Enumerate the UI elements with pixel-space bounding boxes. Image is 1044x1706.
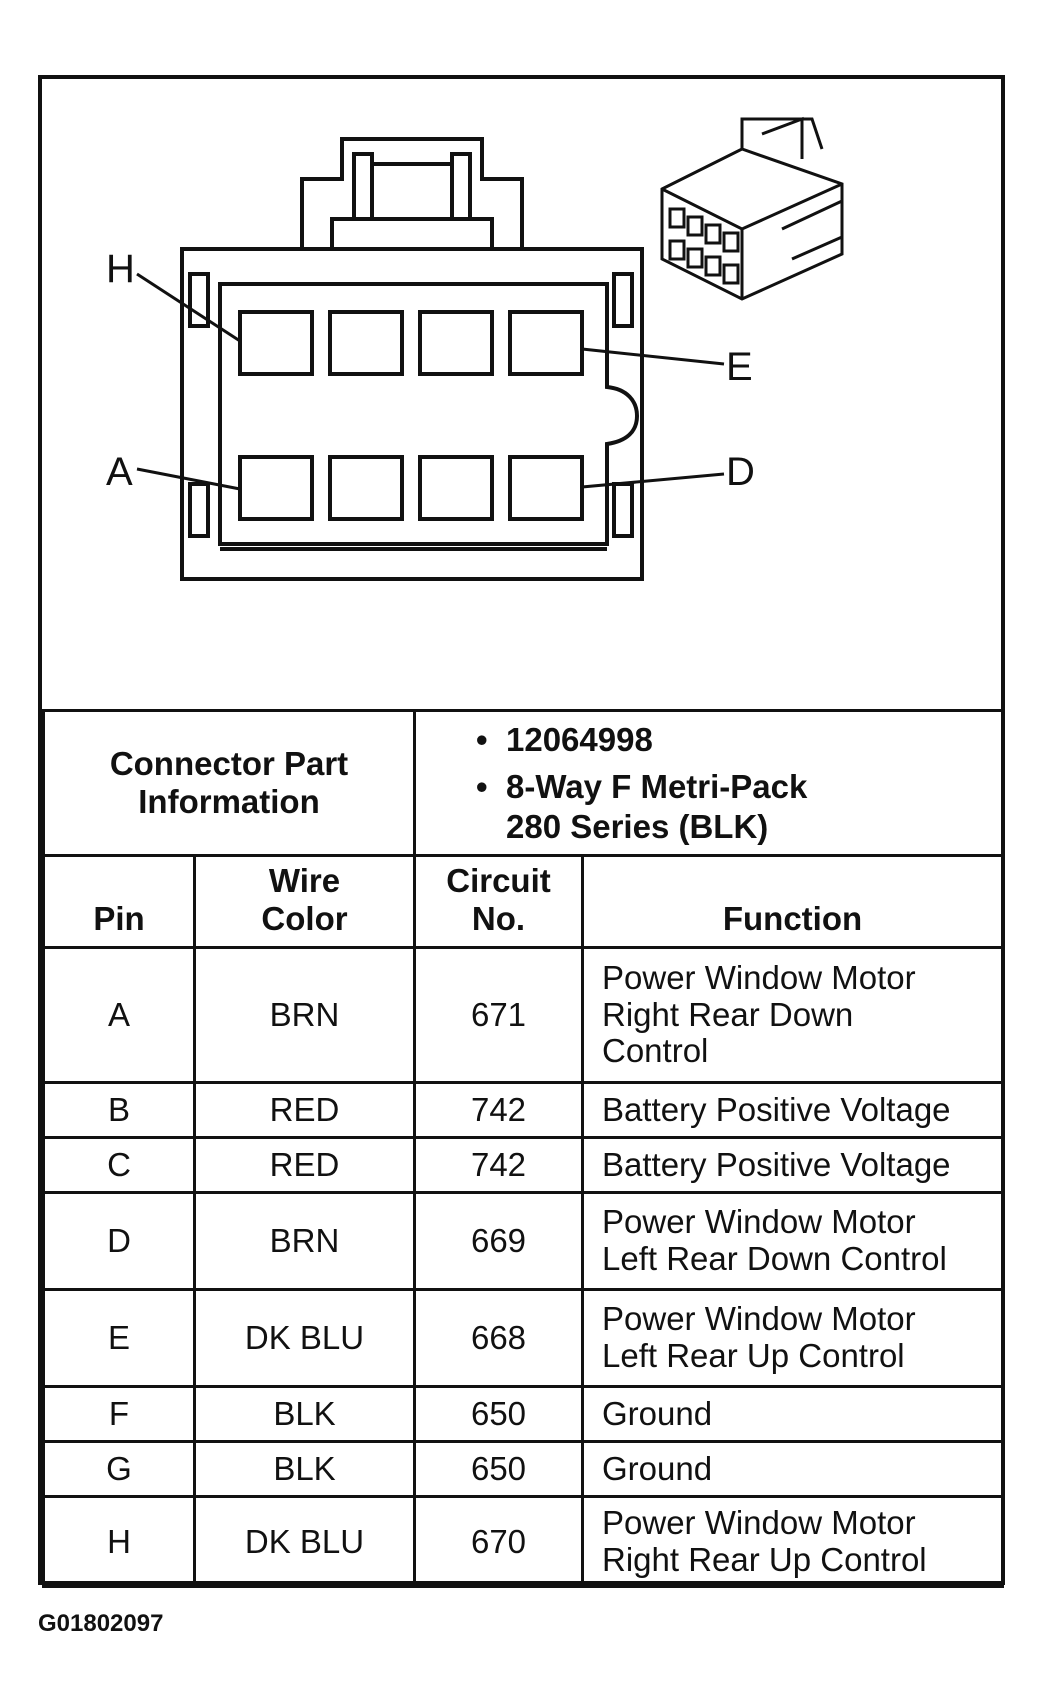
pin-label-e: E (726, 345, 753, 389)
wire-color-cell: DK BLU (193, 1495, 416, 1588)
wire-color-cell: BRN (193, 1191, 416, 1291)
header-circuit: Circuit No. (413, 854, 584, 949)
connector-description: 8-Way F Metri-Pack 280 Series (BLK) (476, 767, 1001, 846)
connector-diagram: H E A D (42, 79, 1001, 709)
circuit-cell: 671 (413, 946, 584, 1084)
header-function: Function (581, 854, 1004, 949)
pin-label-d: D (726, 450, 755, 494)
function-line: Right Rear Down (602, 995, 854, 1033)
pin-cell: H (42, 1495, 196, 1588)
function-line: Power Window Motor (602, 1503, 916, 1541)
pin-label-h: H (106, 247, 135, 291)
header-wire-color: Wire Color (193, 854, 416, 949)
wire-color-cell: BLK (193, 1440, 416, 1498)
wire-color-cell: RED (193, 1136, 416, 1194)
function-line: Right Rear Up Control (602, 1540, 927, 1578)
function-line: Control (602, 1032, 709, 1070)
function-cell: Ground (581, 1440, 1004, 1498)
header-wire-color-line2: Color (261, 900, 348, 937)
circuit-cell: 650 (413, 1385, 584, 1443)
connector-info-row: Connector Part Information 12064998 8-Wa… (42, 709, 1004, 857)
function-cell: Ground (581, 1385, 1004, 1443)
connector-info-label: Connector Part Information (42, 709, 416, 857)
circuit-cell: 670 (413, 1495, 584, 1588)
wire-color-cell: DK BLU (193, 1288, 416, 1388)
pinout-table: Connector Part Information 12064998 8-Wa… (42, 709, 1004, 1588)
cavity-a (238, 455, 314, 521)
pin-cell: A (42, 946, 196, 1084)
function-line: Battery Positive Voltage (602, 1145, 951, 1183)
connector-info-values: 12064998 8-Way F Metri-Pack 280 Series (… (413, 709, 1004, 857)
figure-id: G01802097 (38, 1610, 164, 1637)
connector-sheet: H E A D Connector Part Information 12064… (38, 75, 1005, 1588)
function-line: Power Window Motor (602, 1300, 916, 1338)
function-line: Battery Positive Voltage (602, 1090, 951, 1128)
function-line: Power Window Motor (602, 1203, 916, 1241)
circuit-cell: 742 (413, 1136, 584, 1194)
connector-body (180, 247, 644, 581)
pin-cell: B (42, 1081, 196, 1139)
function-cell: Battery Positive Voltage (581, 1081, 1004, 1139)
cavity-e (508, 310, 584, 376)
function-line: Ground (602, 1394, 713, 1432)
cavity-g (328, 310, 404, 376)
cavity-f (418, 310, 494, 376)
pin-cell: C (42, 1136, 196, 1194)
function-line: Left Rear Down Control (602, 1240, 947, 1277)
circuit-cell: 669 (413, 1191, 584, 1291)
connector-info-label-line1: Connector Part (109, 745, 349, 782)
circuit-cell: 650 (413, 1440, 584, 1498)
connector-description-line2: 280 Series (BLK) (506, 807, 769, 845)
cavity-c (418, 455, 494, 521)
pin-cell: E (42, 1288, 196, 1388)
cavity-d (508, 455, 584, 521)
header-wire-color-line1: Wire (268, 862, 341, 899)
cavity-b (328, 455, 404, 521)
circuit-cell: 742 (413, 1081, 584, 1139)
header-circuit-line1: Circuit (446, 862, 551, 899)
function-line: Power Window Motor (602, 958, 916, 996)
cavity-h (238, 310, 314, 376)
table-header-row: Pin Wire Color Circuit No. Function (42, 854, 1004, 949)
pin-label-a: A (106, 450, 133, 494)
connector-latch (300, 137, 524, 249)
function-cell: Battery Positive Voltage (581, 1136, 1004, 1194)
wire-color-cell: BLK (193, 1385, 416, 1443)
circuit-cell: 668 (413, 1288, 584, 1388)
connector-description-line1: 8-Way F Metri-Pack (506, 768, 808, 806)
connector-isometric-view (660, 116, 844, 301)
function-line: Left Rear Up Control (602, 1337, 905, 1374)
wire-color-cell: BRN (193, 946, 416, 1084)
pin-cell: G (42, 1440, 196, 1498)
header-circuit-line2: No. (471, 900, 526, 937)
connector-info-label-line2: Information (138, 783, 320, 820)
pin-cell: F (42, 1385, 196, 1443)
function-line: Ground (602, 1449, 713, 1487)
part-number: 12064998 (476, 720, 1001, 760)
header-pin: Pin (42, 854, 196, 949)
pin-cell: D (42, 1191, 196, 1291)
wire-color-cell: RED (193, 1081, 416, 1139)
connector-face-view (136, 116, 844, 581)
